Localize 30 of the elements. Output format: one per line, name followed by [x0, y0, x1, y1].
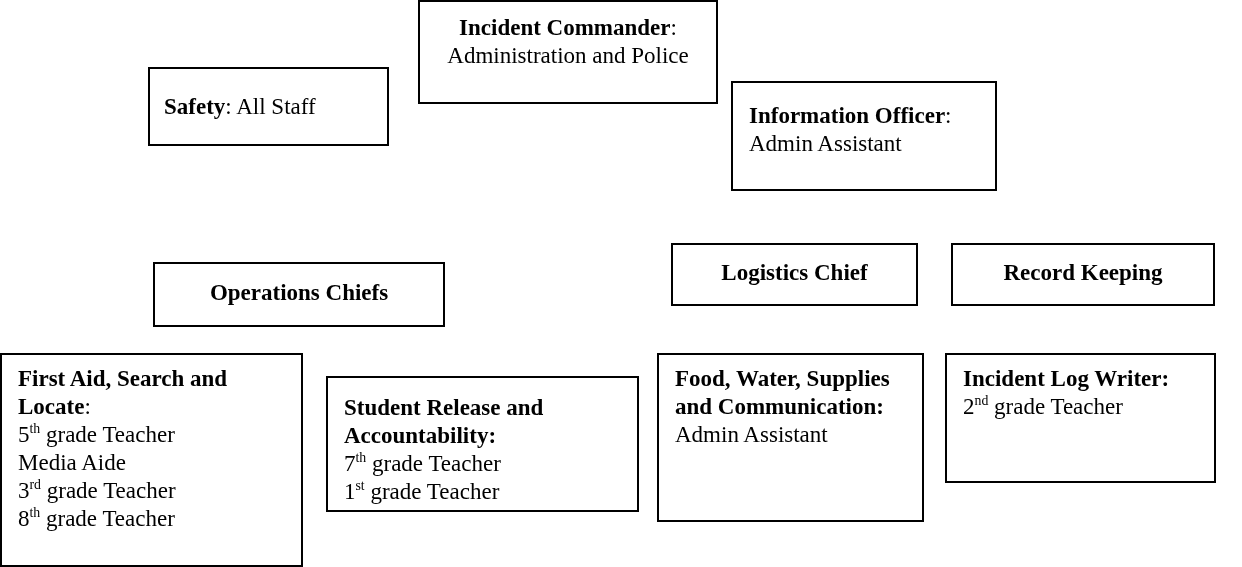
- role-box: [418, 0, 718, 104]
- assignee-text: 7$^{th}$ grade Teacher: [344, 450, 502, 478]
- role-heading: Food, Water, Supplies and Communication:: [675, 365, 891, 421]
- assignee-text: 3$^{rd}$ grade Teacher: [18, 477, 177, 505]
- role-box: [148, 67, 389, 146]
- role-title: Operations Chiefs: [208, 279, 390, 307]
- role-box: [657, 353, 924, 522]
- assignee-text: 2$^{nd}$ grade Teacher: [963, 393, 1124, 421]
- role-heading: Student Release and Accountability:: [344, 394, 545, 450]
- assignee-text: 8$^{th}$ grade Teacher: [18, 505, 176, 533]
- role-heading: Incident Commander:: [458, 14, 678, 42]
- role-title: Logistics Chief: [720, 259, 869, 287]
- assignee-text: Admin Assistant: [675, 421, 829, 449]
- assignee-text: Administration and Police: [446, 42, 690, 70]
- role-box: [731, 81, 997, 191]
- role-title: Record Keeping: [1002, 259, 1164, 287]
- role-box: [671, 243, 918, 306]
- role-box: [0, 353, 303, 567]
- assignee-text: Media Aide: [18, 449, 127, 477]
- assignee-text: 5$^{th}$ grade Teacher: [18, 421, 176, 449]
- role-box: [326, 376, 639, 512]
- assignee-text: Admin Assistant: [749, 130, 903, 158]
- role-heading: Information Officer:: [749, 102, 953, 130]
- role-heading: Incident Log Writer:: [963, 365, 1171, 393]
- role-heading: First Aid, Search and Locate:: [18, 365, 229, 421]
- assignee-text: 1$^{st}$ grade Teacher: [344, 478, 501, 506]
- role-title: Safety: All Staff: [164, 93, 317, 121]
- role-box: [153, 262, 445, 327]
- role-box: [951, 243, 1215, 306]
- role-box: [945, 353, 1216, 483]
